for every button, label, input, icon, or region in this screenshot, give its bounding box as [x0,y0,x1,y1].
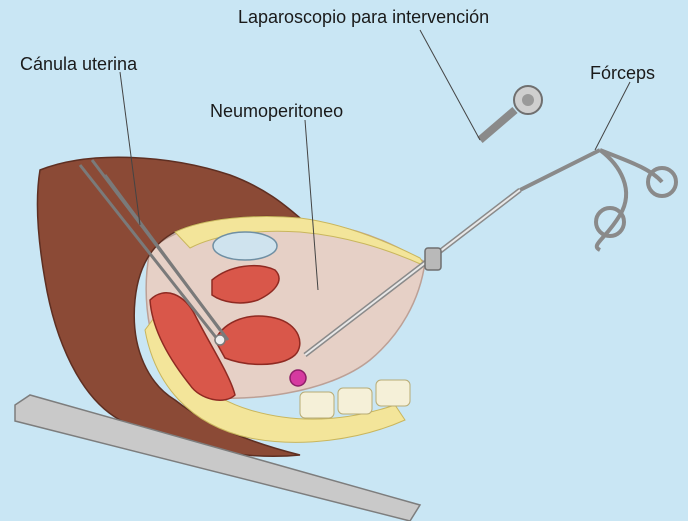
label-canula-uterina: Cánula uterina [20,55,137,73]
cannula-tip [215,335,225,345]
forceps [520,150,676,250]
label-laparoscopio: Laparoscopio para intervención [238,8,489,26]
laparoscope-eyepiece [480,86,542,140]
bladder [213,232,277,260]
label-neumoperitoneo: Neumoperitoneo [210,102,343,120]
target-structure [290,370,306,386]
label-forceps: Fórceps [590,64,655,82]
trocar [425,248,441,270]
